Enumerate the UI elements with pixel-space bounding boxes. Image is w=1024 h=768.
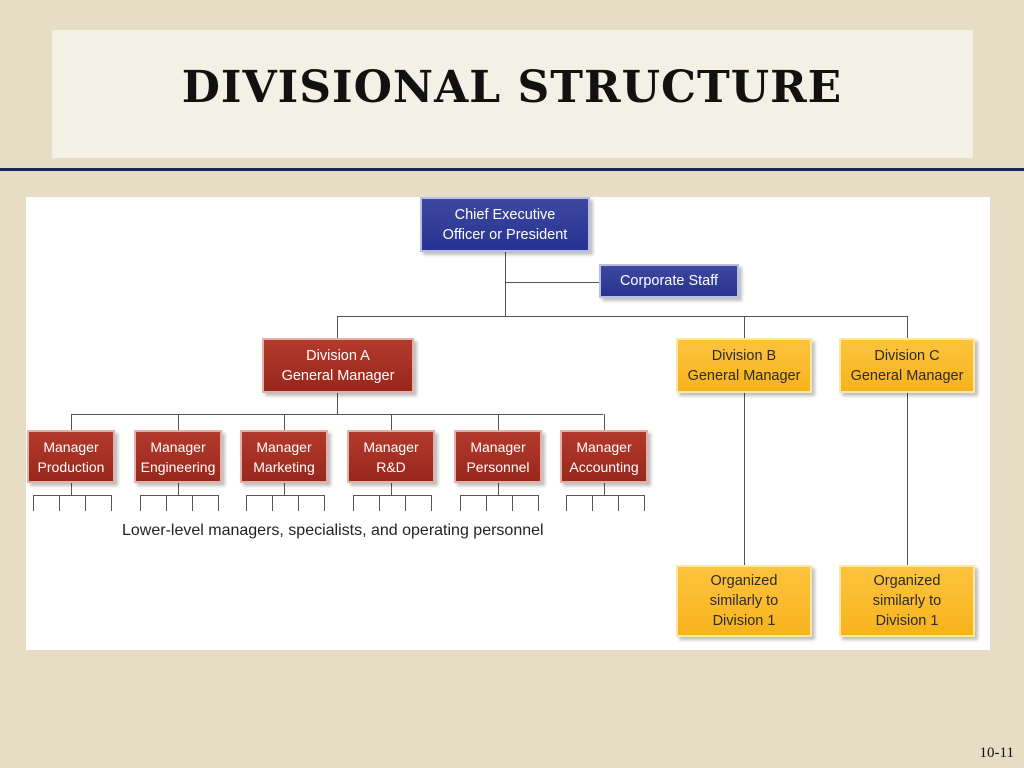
connector-line xyxy=(33,495,34,511)
connector-line xyxy=(405,495,406,511)
connector-line xyxy=(324,495,325,511)
connector-line xyxy=(337,316,907,317)
connector-line xyxy=(33,495,111,496)
connector-line xyxy=(140,495,218,496)
connector-line xyxy=(907,316,908,338)
division-a-box: Division A General Manager xyxy=(262,338,414,393)
connector-line xyxy=(284,414,285,430)
connector-line xyxy=(460,495,538,496)
manager-box: Manager Production xyxy=(27,430,115,483)
title-panel xyxy=(52,30,973,158)
connector-line xyxy=(337,316,338,338)
connector-line xyxy=(644,495,645,511)
connector-line xyxy=(744,393,745,565)
connector-line xyxy=(566,495,644,496)
connector-line xyxy=(218,495,219,511)
connector-line xyxy=(246,495,247,511)
organized-similarly-c-box: Organized similarly to Division 1 xyxy=(839,565,975,637)
corporate-staff-box: Corporate Staff xyxy=(599,264,739,298)
connector-line xyxy=(166,495,167,511)
connector-line xyxy=(140,495,141,511)
connector-line xyxy=(486,495,487,511)
manager-box: Manager Personnel xyxy=(454,430,542,483)
connector-line xyxy=(272,495,273,511)
connector-line xyxy=(85,495,86,511)
connector-line xyxy=(71,483,72,495)
connector-line xyxy=(246,495,324,496)
org-chart-area xyxy=(26,197,990,650)
connector-line xyxy=(592,495,593,511)
connector-line xyxy=(538,495,539,511)
connector-line xyxy=(498,414,499,430)
connector-line xyxy=(744,316,745,338)
connector-line xyxy=(71,414,603,415)
connector-line xyxy=(71,414,72,430)
connector-line xyxy=(512,495,513,511)
connector-line xyxy=(353,495,431,496)
manager-box: Manager R&D xyxy=(347,430,435,483)
connector-line xyxy=(178,414,179,430)
connector-line xyxy=(498,483,499,495)
connector-line xyxy=(353,495,354,511)
connector-line xyxy=(111,495,112,511)
ceo-box: Chief Executive Officer or President xyxy=(420,197,590,252)
connector-line xyxy=(431,495,432,511)
connector-line xyxy=(566,495,567,511)
connector-line xyxy=(907,393,908,565)
slide-title: DIVISIONAL STRUCTURE xyxy=(181,62,843,113)
connector-line xyxy=(59,495,60,511)
manager-box: Manager Marketing xyxy=(240,430,328,483)
connector-line xyxy=(379,495,380,511)
connector-line xyxy=(178,483,179,495)
slide-number: 10-11 xyxy=(979,745,1014,761)
lower-level-note: Lower-level managers, specialists, and o… xyxy=(122,522,544,539)
manager-box: Manager Accounting xyxy=(560,430,648,483)
connector-line xyxy=(391,483,392,495)
division-b-box: Division B General Manager xyxy=(676,338,812,393)
division-c-box: Division C General Manager xyxy=(839,338,975,393)
organized-similarly-b-box: Organized similarly to Division 1 xyxy=(676,565,812,637)
connector-line xyxy=(284,483,285,495)
connector-line xyxy=(298,495,299,511)
manager-box: Manager Engineering xyxy=(134,430,222,483)
connector-line xyxy=(337,393,338,414)
connector-line xyxy=(391,414,392,430)
title-divider xyxy=(0,168,1024,171)
connector-line xyxy=(192,495,193,511)
connector-line xyxy=(604,414,605,430)
connector-line xyxy=(460,495,461,511)
connector-line xyxy=(505,282,599,283)
connector-line xyxy=(604,483,605,495)
connector-line xyxy=(505,252,506,316)
connector-line xyxy=(618,495,619,511)
